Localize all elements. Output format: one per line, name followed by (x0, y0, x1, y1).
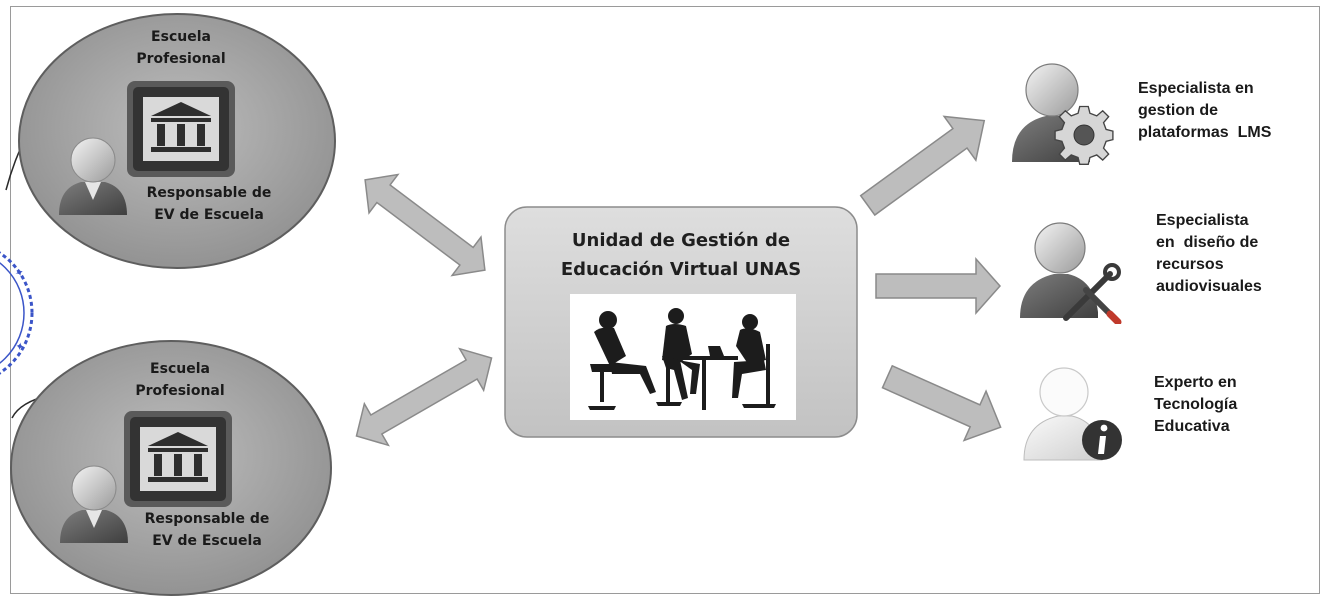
specialist-label-line: Especialista (1156, 212, 1249, 229)
diagram-frame (10, 6, 1320, 594)
specialist-label-line: Educativa (1154, 418, 1230, 435)
specialist-label: Especialista en diseño de recursos audio… (1156, 210, 1316, 298)
central-unit-title-line: Educación Virtual UNAS (560, 259, 802, 280)
specialist-label-line: plataformas LMS (1138, 124, 1272, 141)
specialist-label-line: Tecnología (1154, 396, 1238, 413)
school-node: Escuela Profesional Responsable de EV de… (6, 338, 336, 600)
svg-text:✦: ✦ (12, 341, 26, 352)
school-role: Responsable de EV de Escuela (129, 182, 289, 226)
school-role-line: EV de Escuela (154, 207, 264, 223)
user-info-icon (1018, 362, 1126, 466)
specialist-label-line: Experto en (1154, 374, 1237, 391)
specialist-label-line: Especialista en (1138, 80, 1254, 97)
school-title-line: Escuela (150, 361, 210, 377)
specialist-label-line: en diseño de (1156, 234, 1259, 251)
school-title-line: Profesional (136, 51, 226, 67)
specialist-label-line: audiovisuales (1156, 278, 1262, 295)
school-title-line: Profesional (135, 383, 225, 399)
central-unit-title: Unidad de Gestión de Educación Virtual U… (504, 226, 858, 284)
person-icon (60, 465, 128, 543)
arrow-icon (364, 173, 486, 277)
institution-building-icon (124, 411, 232, 507)
school-title-line: Escuela (151, 29, 211, 45)
central-unit-title-line: Unidad de Gestión de (571, 230, 791, 251)
svg-text:✦: ✦ (11, 266, 26, 279)
meeting-silhouettes-icon (570, 294, 796, 420)
arrow-icon (881, 364, 1002, 442)
specialist-label: Especialista en gestion de plataformas L… (1138, 78, 1318, 144)
school-role-line: EV de Escuela (152, 533, 262, 549)
arrow-icon (875, 257, 1002, 315)
arrow-icon (355, 347, 493, 447)
user-gear-icon (1004, 54, 1116, 166)
school-role-line: Responsable de (144, 511, 270, 527)
school-role-line: Responsable de (146, 185, 272, 201)
specialist-label-line: gestion de (1138, 102, 1219, 119)
school-title: Escuela Profesional (111, 26, 251, 70)
school-title: Escuela Profesional (110, 358, 250, 402)
user-tools-icon (1014, 212, 1124, 326)
school-node: Escuela Profesional Responsable de EV de… (15, 10, 339, 272)
institution-building-icon (127, 81, 235, 177)
school-role: Responsable de EV de Escuela (126, 508, 288, 552)
official-stamp: ✦ ✦ (0, 251, 34, 375)
specialist-label-line: recursos (1156, 256, 1224, 273)
specialist-label: Experto en Tecnología Educativa (1154, 372, 1314, 438)
person-icon (59, 137, 127, 215)
arrow-icon (859, 115, 986, 217)
